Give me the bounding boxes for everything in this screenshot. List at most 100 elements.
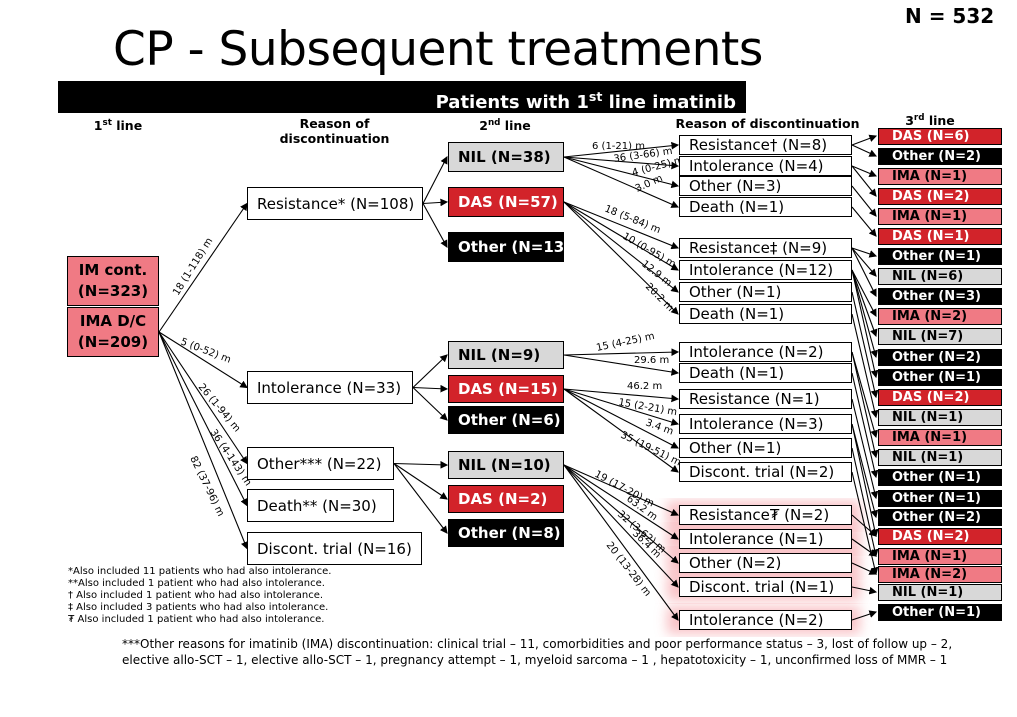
footnote: ₮ Also included 1 patient who had also i… [68, 614, 325, 625]
connector-arrow [563, 201, 679, 315]
connector-arrow [563, 388, 680, 403]
reason2-box: Death (N=1) [679, 304, 852, 324]
connector-arrow [158, 331, 248, 465]
edge-label: 82 (37-96) m [187, 454, 226, 518]
header-reason-1: Reason of discontinuation [279, 116, 390, 146]
third-line-box: IMA (N=1) [878, 208, 1002, 225]
third-line-box: NIL (N=7) [878, 328, 1002, 345]
connector-arrow [563, 464, 679, 588]
third-line-box: DAS (N=2) [878, 389, 1002, 406]
connector-arrow [851, 247, 877, 297]
reason2-box: Intolerance (N=3) [679, 414, 852, 434]
second-line-box: Other (N=8) [448, 519, 564, 547]
third-line-box: DAS (N=2) [878, 528, 1002, 545]
connector-arrow [563, 348, 680, 357]
connector-arrow [563, 354, 680, 376]
connector-arrow [563, 201, 680, 250]
reason1-box: Other*** (N=22) [247, 447, 394, 480]
connector-arrow [422, 203, 448, 248]
connector-arrow [563, 388, 679, 473]
connector-arrow [851, 134, 878, 146]
connector-arrow [851, 562, 877, 575]
third-line-box: Other (N=2) [878, 148, 1002, 165]
footnote: ‡ Also included 3 patients who had also … [68, 602, 329, 613]
footnote: *Also included 11 patients who had also … [68, 566, 332, 577]
reason1-box: Resistance* (N=108) [247, 187, 423, 220]
connector-arrow [393, 463, 448, 534]
reason1-box: Death** (N=30) [247, 489, 394, 522]
reason2-box: Discont. trial (N=1) [679, 577, 852, 597]
connector-arrow [563, 156, 680, 189]
reason2-box: Death (N=1) [679, 363, 852, 383]
connector-arrow [851, 313, 879, 419]
connector-arrow [851, 269, 878, 338]
second-line-box: DAS (N=57) [448, 187, 564, 217]
connector-arrow [851, 165, 878, 178]
connector-arrow [851, 291, 879, 399]
im-cont-box: IM cont.(N=323) [67, 256, 159, 306]
connector-arrow [851, 269, 879, 379]
third-line-box: NIL (N=1) [878, 409, 1002, 426]
connector-arrow [851, 398, 879, 500]
other-reasons-note-cont: elective allo-SCT – 1, elective allo-SCT… [122, 653, 948, 667]
header-first-line: 1st line [93, 118, 143, 134]
connector-arrow [563, 156, 680, 208]
edge-label: 26 (1-94) m [196, 382, 243, 435]
third-line-box: IMA (N=2) [878, 308, 1002, 325]
connector-arrow [563, 464, 679, 540]
connector-arrow [422, 156, 448, 204]
reason2-box: Discont. trial (N=2) [679, 462, 852, 482]
reason2-box: Intolerance (N=12) [679, 260, 852, 280]
second-line-box: Other (N=13) [448, 232, 571, 262]
slide-title: CP - Subsequent treatments [113, 22, 763, 77]
connector-arrow [393, 460, 449, 469]
edge-label: 29.6 m [634, 355, 669, 366]
connector-arrow [851, 372, 879, 479]
reason2-box: Intolerance (N=1) [679, 529, 852, 549]
third-line-box: Other (N=2) [878, 349, 1002, 366]
reason2-box: Other (N=2) [679, 553, 852, 573]
connector-arrow [851, 423, 879, 538]
third-line-box: Other (N=1) [878, 604, 1002, 621]
third-line-box: Other (N=1) [878, 469, 1002, 486]
connector-arrow [851, 423, 879, 519]
reason2-box: Other (N=1) [679, 438, 852, 458]
third-line-box: IMA (N=1) [878, 548, 1002, 565]
connector-arrow [563, 464, 679, 621]
connector-arrow [851, 538, 877, 557]
total-n-label: N = 532 [905, 4, 995, 28]
third-line-box: IMA (N=1) [878, 168, 1002, 185]
reason2-box: Intolerance (N=4) [679, 156, 852, 176]
edge-label: 46.2 m [627, 381, 662, 392]
connector-arrow [851, 447, 879, 558]
third-line-box: NIL (N=1) [878, 449, 1002, 466]
connector-arrow [158, 331, 248, 507]
connector-arrow [412, 384, 449, 393]
second-line-box: NIL (N=38) [448, 142, 564, 172]
edge-label: 3.4 m [644, 417, 675, 437]
reason2-box: Resistance‡ (N=9) [679, 238, 852, 258]
connector-arrow [422, 198, 449, 207]
connector-arrow [851, 269, 878, 359]
third-line-box: Other (N=2) [878, 509, 1002, 526]
other-reasons-note: ***Other reasons for imatinib (IMA) disc… [122, 637, 953, 651]
footnote: **Also included 1 patient who had also i… [68, 578, 325, 589]
reason1-box: Discont. trial (N=16) [247, 532, 422, 565]
reason2-box: Death (N=1) [679, 197, 852, 217]
reason2-box: Other (N=1) [679, 282, 852, 302]
connector-arrow [851, 144, 877, 157]
header-third-line: 3rd line [905, 113, 955, 129]
connector-arrow [851, 165, 877, 197]
third-line-box: NIL (N=1) [878, 584, 1002, 601]
edge-label: 18 (5-84) m [603, 204, 662, 236]
third-line-box: Other (N=3) [878, 288, 1002, 305]
connector-arrow [851, 471, 879, 576]
edge-label: 6 (1-21) m [592, 141, 645, 152]
edge-label: 15 (4-25) m [595, 331, 655, 354]
third-line-box: IMA (N=2) [878, 566, 1002, 583]
header-reason-2: Reason of discontinuation [675, 116, 860, 131]
connector-arrow [851, 351, 879, 459]
connector-arrow [563, 156, 680, 170]
connector-arrow [563, 388, 680, 426]
connector-arrow [851, 610, 878, 621]
